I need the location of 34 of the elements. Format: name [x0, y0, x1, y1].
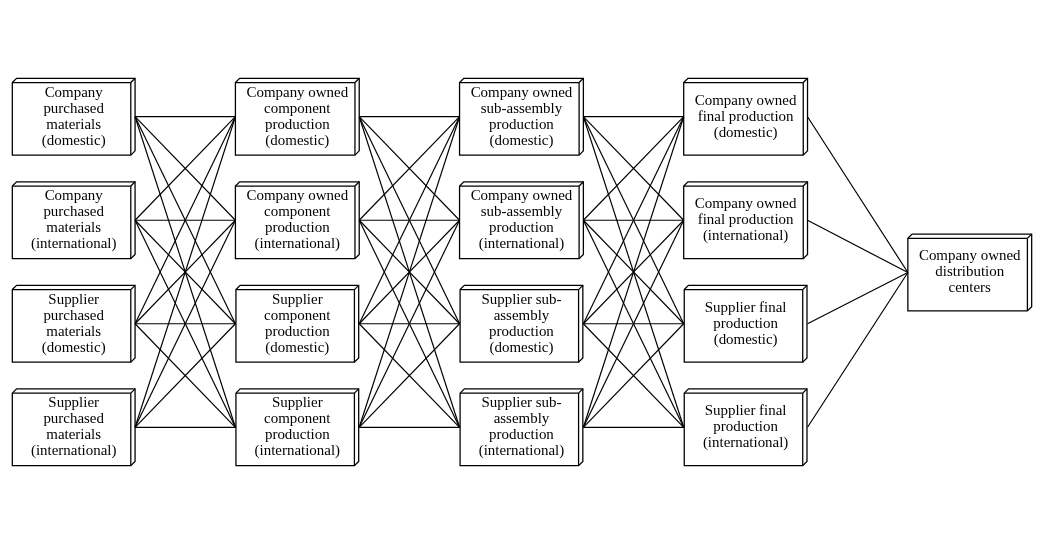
- connector: [582, 116, 685, 118]
- connector: [358, 116, 461, 428]
- connector: [582, 219, 685, 428]
- connector: [582, 426, 685, 428]
- connector: [582, 323, 685, 325]
- connector: [582, 116, 685, 325]
- connector: [134, 219, 236, 428]
- connector: [582, 116, 685, 428]
- connector: [134, 426, 236, 428]
- connector: [134, 116, 236, 325]
- connector: [358, 219, 461, 325]
- connector: [134, 219, 236, 325]
- connector: [134, 116, 236, 221]
- connector: [134, 116, 236, 118]
- connector: [358, 426, 461, 428]
- connector: [134, 116, 236, 428]
- connector: [358, 323, 461, 325]
- connector: [358, 323, 461, 428]
- connector: [806, 219, 909, 274]
- connector: [582, 219, 685, 325]
- connector: [134, 323, 236, 325]
- connector: [134, 219, 236, 221]
- connector: [806, 271, 909, 325]
- connector: [358, 116, 461, 221]
- connector: [582, 323, 685, 428]
- connector: [582, 219, 685, 221]
- connector: [806, 271, 909, 428]
- connector: [134, 323, 236, 428]
- connector: [358, 219, 461, 428]
- connector: [806, 116, 909, 274]
- connector: [358, 116, 461, 325]
- connector: [358, 219, 461, 221]
- connector: [582, 116, 685, 221]
- connector: [358, 116, 461, 118]
